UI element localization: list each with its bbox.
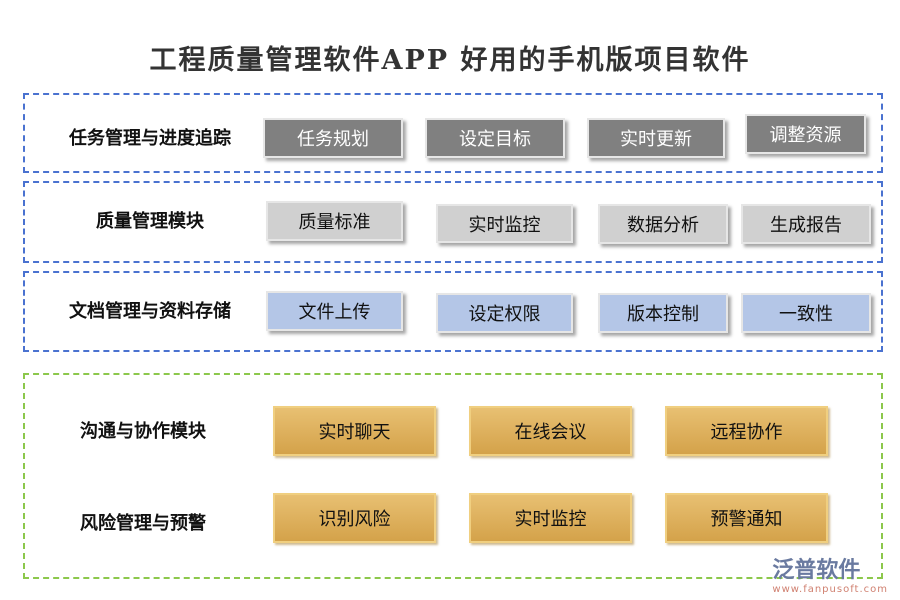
generate-report-button[interactable]: 生成报告	[741, 204, 871, 244]
warning-notice-button[interactable]: 预警通知	[665, 493, 828, 543]
risk-label: 风险管理与预警	[80, 513, 206, 534]
realtime-update-button[interactable]: 实时更新	[587, 118, 725, 158]
set-permission-button[interactable]: 设定权限	[436, 293, 573, 333]
remote-collab-button[interactable]: 远程协作	[665, 406, 828, 456]
task-planning-button[interactable]: 任务规划	[263, 118, 403, 158]
realtime-monitor-risk-button[interactable]: 实时监控	[469, 493, 632, 543]
file-upload-button[interactable]: 文件上传	[266, 291, 403, 331]
fanpu-logo: 泛普软件 www.fanpusoft.com	[772, 552, 888, 595]
realtime-chat-button[interactable]: 实时聊天	[273, 406, 436, 456]
set-goal-button[interactable]: 设定目标	[425, 118, 565, 158]
quality-section-label: 质量管理模块	[96, 211, 204, 232]
identify-risk-button[interactable]: 识别风险	[273, 493, 436, 543]
version-control-button[interactable]: 版本控制	[598, 293, 728, 333]
quality-section	[23, 181, 883, 263]
document-section-label: 文档管理与资料存储	[69, 301, 231, 322]
collaboration-label: 沟通与协作模块	[80, 421, 206, 442]
quality-standard-button[interactable]: 质量标准	[266, 201, 403, 241]
logo-url: www.fanpusoft.com	[772, 584, 888, 595]
task-section	[23, 93, 883, 173]
online-meeting-button[interactable]: 在线会议	[469, 406, 632, 456]
page-title: 工程质量管理软件APP 好用的手机版项目软件	[149, 45, 751, 76]
data-analysis-button[interactable]: 数据分析	[598, 204, 728, 244]
task-section-label: 任务管理与进度追踪	[69, 128, 231, 149]
consistency-button[interactable]: 一致性	[741, 293, 871, 333]
realtime-monitor-button[interactable]: 实时监控	[436, 204, 573, 243]
logo-name: 泛普软件	[772, 558, 861, 583]
adjust-resources-button[interactable]: 调整资源	[745, 114, 866, 154]
document-section	[23, 271, 883, 352]
collaboration-risk-section	[23, 373, 883, 579]
